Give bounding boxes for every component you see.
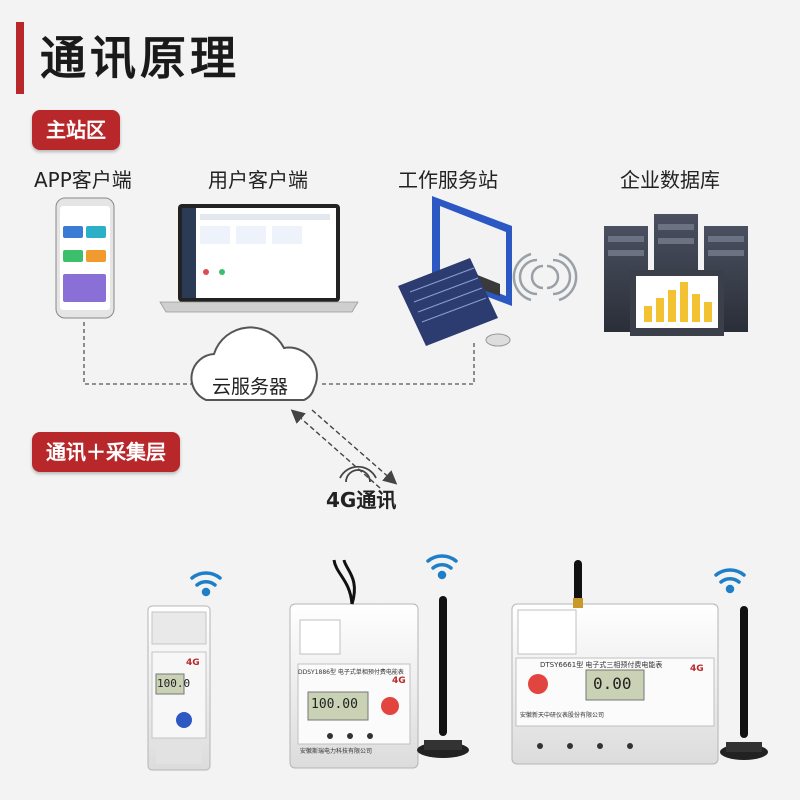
magnetic-antenna-icon [720, 606, 768, 760]
arrow-down [311, 409, 398, 485]
meter2-4g-badge: 4G [392, 676, 406, 686]
phone-icon [55, 197, 115, 319]
meter3-display: 0.00 [593, 674, 632, 693]
wifi-icon [190, 571, 222, 597]
label-4g-suffix: 通讯 [356, 488, 397, 512]
meter1-display: 100.0 [157, 677, 191, 690]
4g-signal-icon [339, 465, 377, 483]
antenna-icon [573, 560, 583, 608]
database-server-icon [604, 214, 748, 336]
meter2-company: 安徽斯瑞电力科技有限公司 [300, 748, 373, 755]
section-master-station: 主站区 [32, 110, 120, 150]
line-app-to-cloud [83, 322, 200, 385]
laptop-icon [159, 204, 359, 313]
workstation-icon [398, 196, 512, 347]
cloud-icon [190, 326, 318, 401]
label-4g-prefix: 4G [326, 488, 357, 512]
meter3-company: 安徽新天中研仪表股份有限公司 [520, 712, 605, 719]
meter2-display: 100.00 [311, 697, 358, 712]
meter2-model: DDSY1886型 电子式单相预付费电能表 [298, 669, 404, 676]
label-app-client: APP客户端 [34, 168, 132, 192]
label-4g-comm: 4G通讯 [326, 484, 396, 513]
wireless-signal-icon [512, 252, 578, 302]
wifi-icon [714, 568, 746, 594]
section-comm-collection: 通讯＋采集层 [32, 432, 180, 472]
meter-single-phase-small [147, 605, 211, 771]
magnetic-antenna-icon [417, 596, 469, 758]
label-user-client: 用户客户端 [208, 168, 308, 192]
label-enterprise-database: 企业数据库 [620, 168, 720, 192]
meter3-4g-badge: 4G [690, 664, 704, 674]
antenna-cable-icon [332, 559, 356, 605]
page-title: 通讯原理 [40, 31, 240, 85]
meter1-4g-badge: 4G [186, 658, 200, 668]
meter-single-phase-prepaid [289, 603, 419, 769]
line-cloud-to-workstation [322, 340, 475, 385]
wifi-icon [426, 554, 458, 580]
label-workstation: 工作服务站 [398, 168, 498, 192]
meter3-model: DTSY6661型 电子式三相预付费电能表 [540, 661, 663, 669]
label-cloud-server: 云服务器 [212, 376, 289, 398]
meter-three-phase-prepaid [511, 603, 719, 765]
title-accent-bar [16, 22, 24, 94]
4g-uplink-arrows [290, 409, 398, 489]
connection-lines [83, 322, 475, 385]
arrow-up [290, 409, 381, 489]
